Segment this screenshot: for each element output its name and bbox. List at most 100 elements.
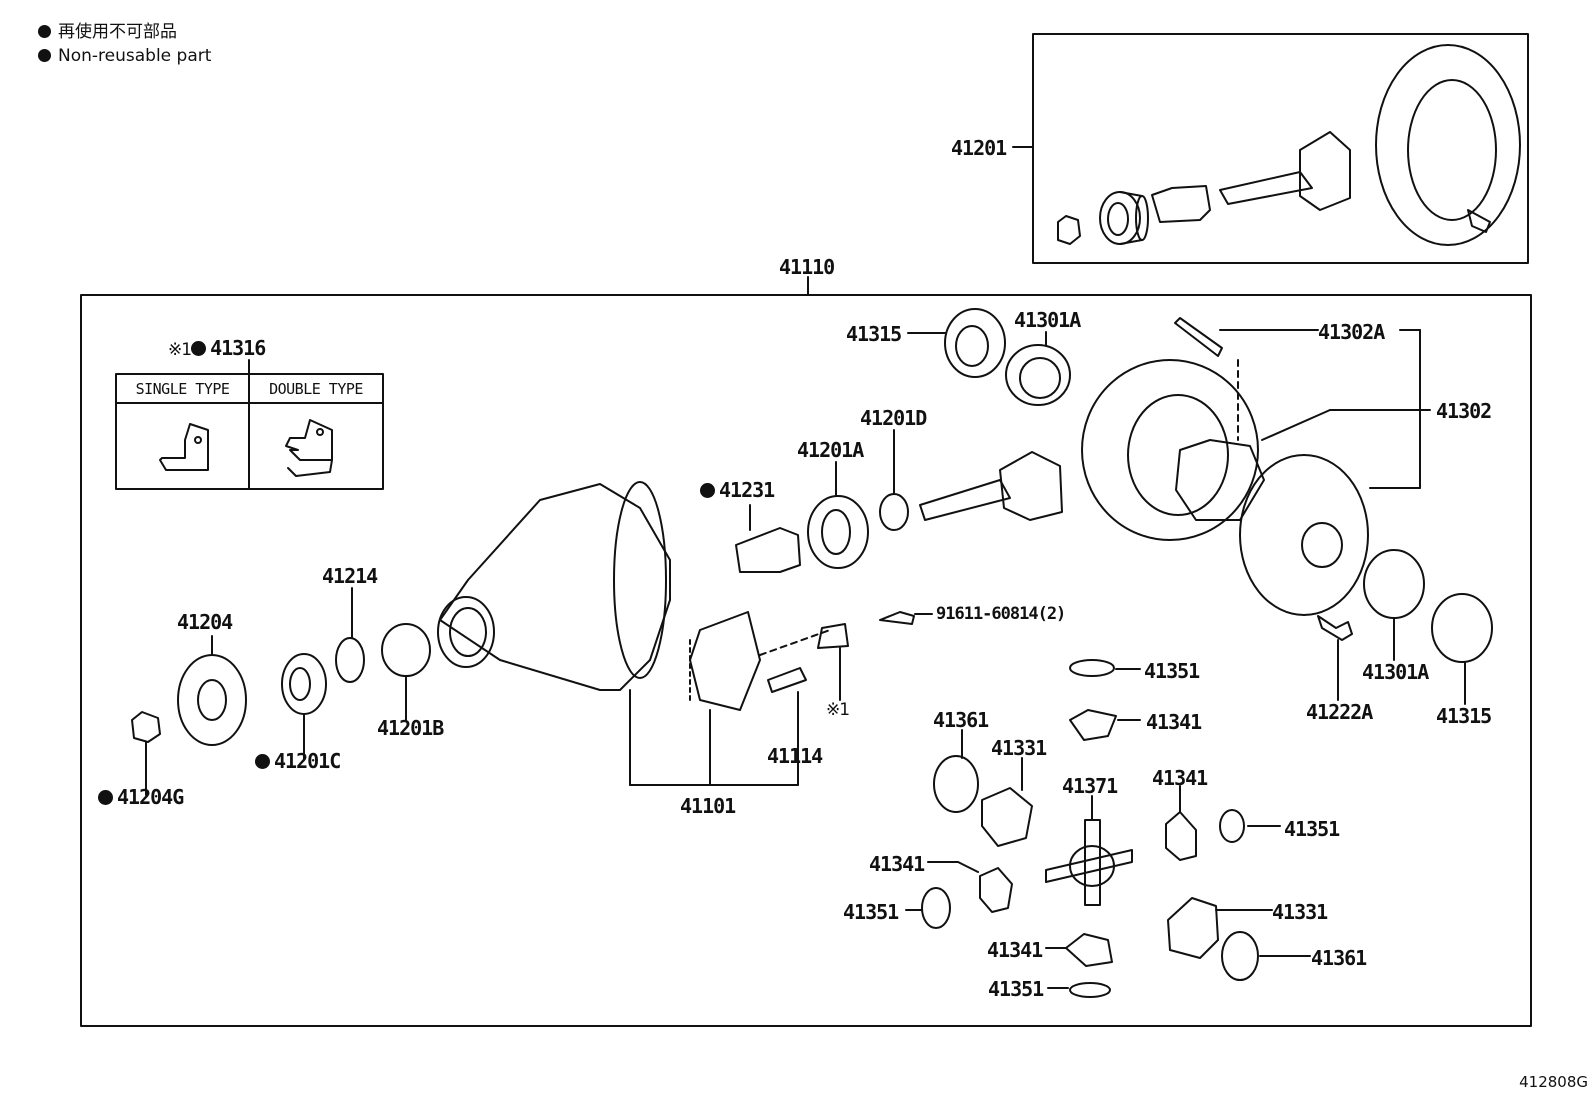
washer-icon bbox=[1069, 659, 1115, 677]
bolt-icon bbox=[1467, 209, 1491, 233]
bullet-icon bbox=[38, 49, 51, 62]
legend-text-ja: 再使用不可部品 bbox=[58, 22, 177, 42]
companion-flange-icon bbox=[177, 654, 247, 746]
nut-icon bbox=[1057, 215, 1081, 245]
ring-gear-icon bbox=[1081, 359, 1259, 541]
part-number-text: 41204 bbox=[177, 610, 233, 634]
washer-icon bbox=[933, 755, 979, 813]
part-number-text: 41101 bbox=[680, 794, 736, 818]
bearing-icon bbox=[381, 623, 431, 677]
part-label-41214[interactable]: 41214 bbox=[322, 564, 378, 588]
oil-seal-icon bbox=[281, 653, 327, 715]
part-number-text: 41331 bbox=[1272, 900, 1328, 924]
part-number-text: 41331 bbox=[991, 736, 1047, 760]
note-mark-prefix: ※1 bbox=[168, 340, 192, 360]
non-reusable-bullet-icon bbox=[700, 483, 715, 498]
pinion-gear-icon bbox=[1165, 811, 1197, 861]
ring-gear-icon bbox=[1375, 44, 1521, 246]
part-label-91611-60814-2-[interactable]: 91611-60814(2) bbox=[936, 604, 1066, 624]
part-number-text: 41201D bbox=[860, 406, 927, 430]
part-label-41302[interactable]: 41302 bbox=[1436, 399, 1492, 423]
bolt-icon bbox=[879, 611, 915, 625]
non-reusable-bullet-icon bbox=[191, 341, 207, 356]
part-label-41341[interactable]: 41341 bbox=[869, 852, 925, 876]
diagram-id: 412808G bbox=[1519, 1073, 1588, 1091]
non-reusable-bullet-icon bbox=[98, 790, 113, 805]
part-label-41351[interactable]: 41351 bbox=[1284, 817, 1340, 841]
pinion-gear-icon bbox=[999, 451, 1063, 521]
spacer-icon bbox=[1151, 185, 1211, 223]
part-label-41222a[interactable]: 41222A bbox=[1306, 700, 1373, 724]
part-label-41351[interactable]: 41351 bbox=[988, 977, 1044, 1001]
part-number-text: 41201C bbox=[274, 749, 341, 773]
part-label-41201c[interactable]: 41201C bbox=[255, 749, 341, 773]
side-gear-icon bbox=[981, 787, 1033, 847]
part-label-41331[interactable]: 41331 bbox=[1272, 900, 1328, 924]
part-number-text: 41302 bbox=[1436, 399, 1492, 423]
part-label-41351[interactable]: 41351 bbox=[1144, 659, 1200, 683]
part-number-text: 41341 bbox=[869, 852, 925, 876]
part-label-41302a[interactable]: 41302A bbox=[1318, 320, 1385, 344]
part-number-text: 41351 bbox=[988, 977, 1044, 1001]
pinion-gear-icon bbox=[1069, 709, 1117, 741]
assembly-box-41110 bbox=[80, 294, 1532, 1027]
part-number-text: 41351 bbox=[1144, 659, 1200, 683]
part-label-41341[interactable]: 41341 bbox=[1146, 710, 1202, 734]
part-label-41204[interactable]: 41204 bbox=[177, 610, 233, 634]
part-label-41201[interactable]: 41201 bbox=[951, 136, 1007, 160]
part-number-text: 41302A bbox=[1318, 320, 1385, 344]
pinion-shaft-icon bbox=[1219, 171, 1313, 205]
oil-slinger-icon bbox=[335, 637, 365, 683]
part-number-text: 41315 bbox=[1436, 704, 1492, 728]
part-label-41315[interactable]: 41315 bbox=[846, 322, 902, 346]
part-number-text: 41231 bbox=[719, 478, 775, 502]
part-label-41316[interactable]: ※1 41316 bbox=[168, 336, 266, 360]
carrier-housing bbox=[437, 481, 799, 786]
part-label-41341[interactable]: 41341 bbox=[987, 938, 1043, 962]
bolt-icon bbox=[1174, 317, 1223, 357]
part-number-text: 41201B bbox=[377, 716, 444, 740]
part-number-text: 41201A bbox=[797, 438, 864, 462]
part-label-41361[interactable]: 41361 bbox=[1311, 946, 1367, 970]
part-number-text: 41361 bbox=[933, 708, 989, 732]
pinion-gear-icon bbox=[1065, 933, 1113, 967]
part-label-41114[interactable]: 41114 bbox=[767, 744, 823, 768]
part-label-41361[interactable]: 41361 bbox=[933, 708, 989, 732]
part-label-41110[interactable]: 41110 bbox=[779, 255, 835, 279]
part-label-41341[interactable]: 41341 bbox=[1152, 766, 1208, 790]
part-number-text: 41316 bbox=[210, 336, 266, 360]
diff-case-half-icon bbox=[1239, 454, 1369, 616]
part-label-41101[interactable]: 41101 bbox=[680, 794, 736, 818]
ring-pinion-kit-41201 bbox=[1012, 44, 1521, 246]
part-label-41204g[interactable]: 41204G bbox=[98, 785, 184, 809]
part-number-text: 41114 bbox=[767, 744, 823, 768]
washer-icon bbox=[921, 887, 951, 929]
part-label-41331[interactable]: 41331 bbox=[991, 736, 1047, 760]
part-number-text: 41214 bbox=[322, 564, 378, 588]
table-header-single-type: SINGLE TYPE bbox=[135, 380, 230, 398]
part-label-41201b[interactable]: 41201B bbox=[377, 716, 444, 740]
part-number-text: 41315 bbox=[846, 322, 902, 346]
nut-icon bbox=[131, 711, 161, 743]
bearing-cap-icon bbox=[689, 611, 761, 711]
part-label-41301a[interactable]: 41301A bbox=[1014, 308, 1081, 332]
part-label-41231[interactable]: 41231 bbox=[700, 478, 775, 502]
part-label-41371[interactable]: 41371 bbox=[1062, 774, 1118, 798]
part-label-41351[interactable]: 41351 bbox=[843, 900, 899, 924]
single-bracket-icon bbox=[159, 423, 209, 471]
kit-box-41201 bbox=[1032, 33, 1529, 264]
washer-icon bbox=[1069, 982, 1111, 998]
part-label-41201a[interactable]: 41201A bbox=[797, 438, 864, 462]
table-header-double-type: DOUBLE TYPE bbox=[269, 380, 363, 398]
part-label-41301a[interactable]: 41301A bbox=[1362, 660, 1429, 684]
part-number-text: 41222A bbox=[1306, 700, 1373, 724]
non-reusable-bullet-icon bbox=[255, 754, 270, 769]
pinion-shaft-icon bbox=[1084, 819, 1101, 906]
bearing-icon bbox=[1431, 593, 1493, 663]
part-label-41315[interactable]: 41315 bbox=[1436, 704, 1492, 728]
part-label-41201d[interactable]: 41201D bbox=[860, 406, 927, 430]
bolt-icon bbox=[767, 667, 807, 693]
note-mark: ※1 bbox=[826, 700, 850, 720]
part-number-text: 41204G bbox=[117, 785, 184, 809]
